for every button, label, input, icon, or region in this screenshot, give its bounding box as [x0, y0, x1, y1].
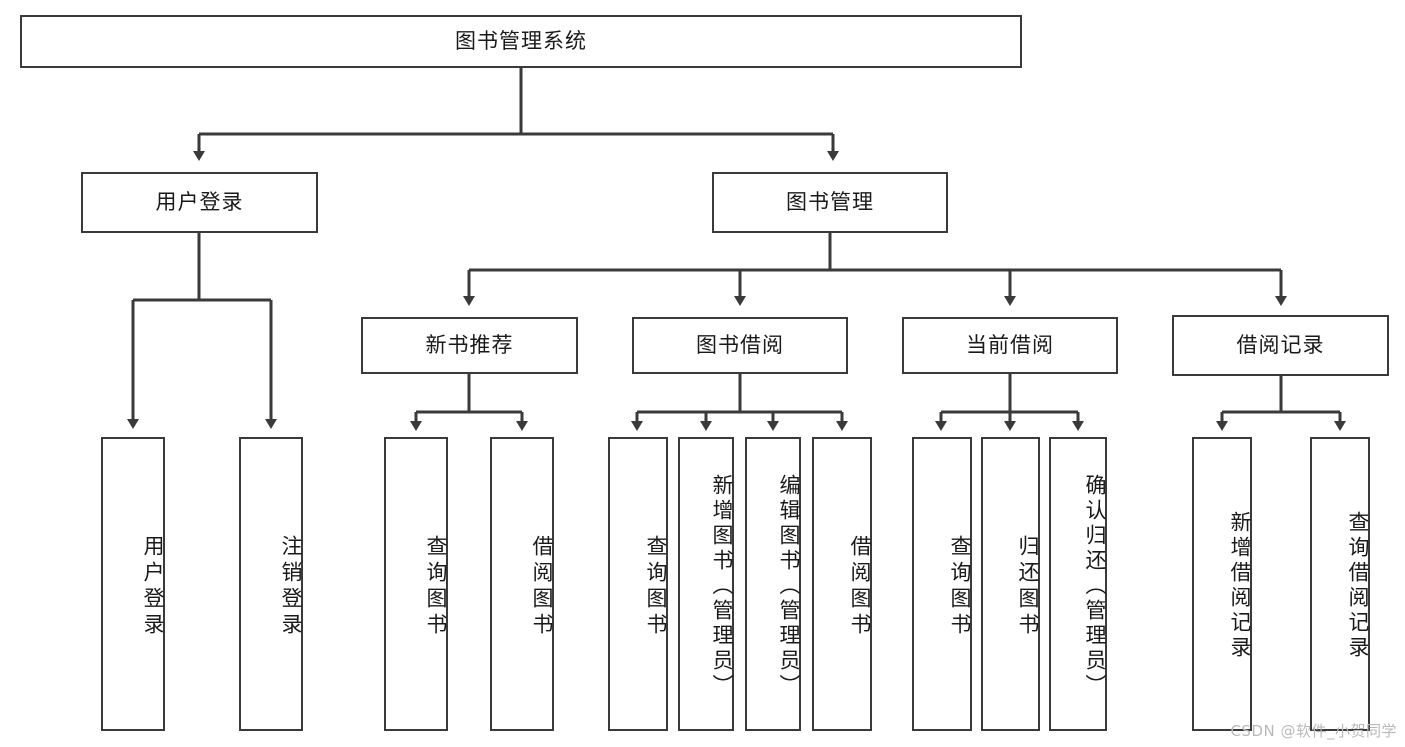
node-new-book-recommend[interactable]: 新书推荐	[361, 317, 578, 374]
node-book-borrow[interactable]: 图书借阅	[632, 317, 848, 374]
node-leaf-query-book-1[interactable]: 查询图书	[384, 437, 448, 731]
node-label: 查询图书	[424, 535, 448, 639]
node-current-borrow[interactable]: 当前借阅	[902, 317, 1118, 374]
node-label: 新增图书（管理员）	[710, 473, 734, 699]
node-leaf-user-login[interactable]: 用户登录	[101, 437, 165, 731]
node-label: 归还图书	[1016, 535, 1040, 639]
node-label: 用户登录	[141, 535, 165, 639]
node-label: 新书推荐	[425, 332, 514, 357]
node-leaf-borrow-book-1[interactable]: 借阅图书	[490, 437, 554, 731]
node-label: 用户登录	[155, 189, 244, 214]
node-borrow-record[interactable]: 借阅记录	[1172, 315, 1389, 376]
node-leaf-logout-login[interactable]: 注销登录	[239, 437, 303, 731]
node-leaf-query-book-3[interactable]: 查询图书	[912, 437, 972, 731]
node-leaf-borrow-book-2[interactable]: 借阅图书	[812, 437, 872, 731]
node-leaf-query-record[interactable]: 查询借阅记录	[1310, 437, 1370, 731]
node-label: 注销登录	[279, 535, 303, 639]
node-label: 新增借阅记录	[1228, 511, 1252, 661]
node-label: 查询借阅记录	[1346, 511, 1370, 661]
node-label: 编辑图书（管理员）	[777, 473, 801, 699]
node-label: 借阅图书	[848, 535, 872, 639]
node-label: 借阅图书	[530, 535, 554, 639]
node-label: 查询图书	[948, 535, 972, 639]
node-label: 图书借阅	[696, 332, 784, 357]
node-leaf-return-book[interactable]: 归还图书	[981, 437, 1040, 731]
node-label: 确认归还（管理员）	[1083, 473, 1107, 699]
node-leaf-edit-book[interactable]: 编辑图书（管理员）	[745, 437, 801, 731]
node-label: 图书管理系统	[455, 28, 587, 53]
node-label: 查询图书	[644, 535, 668, 639]
node-book-management-system[interactable]: 图书管理系统	[20, 15, 1022, 68]
node-book-management[interactable]: 图书管理	[712, 172, 948, 233]
node-leaf-query-book-2[interactable]: 查询图书	[608, 437, 668, 731]
node-leaf-add-book[interactable]: 新增图书（管理员）	[678, 437, 734, 731]
node-leaf-confirm-return[interactable]: 确认归还（管理员）	[1049, 437, 1107, 731]
node-label: 借阅记录	[1236, 332, 1325, 357]
node-user-login[interactable]: 用户登录	[81, 172, 318, 233]
node-label: 图书管理	[786, 189, 874, 214]
node-label: 当前借阅	[966, 332, 1054, 357]
node-leaf-add-record[interactable]: 新增借阅记录	[1192, 437, 1252, 731]
